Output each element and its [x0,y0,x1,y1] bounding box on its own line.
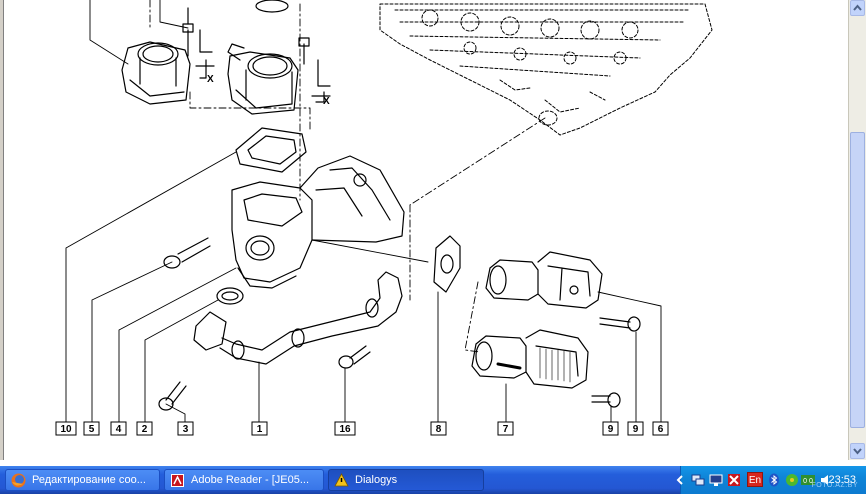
security-alert-icon[interactable] [727,473,741,487]
taskbar-item-adobe-reader[interactable]: Adobe Reader - [JE05... [164,469,324,491]
callout-boxes: 10 5 4 2 3 1 1 [55,421,669,436]
icq-icon[interactable] [785,473,799,487]
svg-text:4: 4 [116,424,122,435]
taskbar-item-dialogys[interactable]: Dialogys [328,469,484,491]
callout-3: 3 [177,421,194,436]
show-hidden-icons-icon[interactable] [675,475,685,485]
taskbar-item-label: Adobe Reader - [JE05... [191,474,310,486]
callout-10: 10 [55,421,77,436]
taskbar-item-label: Dialogys [355,474,398,486]
scroll-down-button[interactable] [850,443,865,459]
taskbar-item-label: Редактирование соо... [32,474,146,486]
cylinder-head [379,3,713,136]
bolt-5 [163,237,211,269]
callout-2: 2 [136,421,153,436]
dialogys-icon [334,473,349,487]
egr-pipe [193,271,403,365]
svg-text:0 0: 0 0 [803,478,813,485]
callout-6: 6 [652,421,669,436]
antivirus-icon[interactable]: 0 0 [801,473,815,487]
egr-valve-7 [471,329,589,389]
intake-manifold [231,155,405,289]
seal-2 [216,287,244,305]
firefox-icon [11,473,26,488]
exploded-diagram: X X [55,0,713,436]
scroll-up-button[interactable] [850,0,865,16]
network-icon[interactable] [691,473,705,487]
dimension-mark-x-2: X [323,96,330,107]
callout-7: 7 [497,421,514,436]
pdf-viewer-page: X X [0,0,713,460]
language-indicator[interactable]: En [747,472,763,487]
dimension-mark-x-1: X [207,74,214,85]
callout-5: 5 [83,421,100,436]
callout-8: 8 [430,421,447,436]
throttle-body-1: X [121,23,215,105]
gasket-10 [235,127,307,173]
bolt-16 [338,345,371,369]
egr-valve-6 [485,251,603,309]
svg-text:6: 6 [658,424,664,435]
svg-text:3: 3 [183,424,189,435]
svg-text:9: 9 [608,424,614,435]
bluetooth-icon[interactable] [767,473,781,487]
bolt-9-upper [599,316,641,332]
vertical-scrollbar[interactable] [848,0,866,460]
svg-text:7: 7 [503,424,509,435]
svg-text:1: 1 [257,424,263,435]
scroll-thumb[interactable] [850,132,865,428]
bolt-9-lower [591,392,621,408]
monitor-icon[interactable] [709,473,723,487]
clock[interactable]: 23:53 [828,474,856,486]
arrow-down-icon [853,448,862,455]
svg-text:8: 8 [436,424,442,435]
callout-9-upper: 9 [627,421,644,436]
svg-text:5: 5 [89,424,95,435]
viewer-left-edge [0,0,4,460]
svg-text:2: 2 [142,424,148,435]
svg-text:16: 16 [339,424,351,435]
callout-1: 1 [251,421,268,436]
svg-text:10: 10 [60,424,72,435]
taskbar: Редактирование соо... Adobe Reader - [JE… [0,466,866,494]
adobe-reader-icon [171,474,184,487]
volume-icon[interactable] [819,473,833,487]
taskbar-item-firefox[interactable]: Редактирование соо... [5,469,160,491]
callout-16: 16 [334,421,356,436]
callout-4: 4 [110,421,127,436]
svg-text:9: 9 [633,424,639,435]
gasket-8 [433,235,461,293]
throttle-body-2: X [227,0,331,115]
alignment-lines [149,0,546,353]
arrow-up-icon [853,4,862,11]
callout-9-lower: 9 [602,421,619,436]
system-tray: En 0 0 23:53 FOTO.AZ.BY [676,466,866,494]
watermark: FOTO.AZ.BY [811,482,858,489]
bolt-3 [158,381,187,411]
